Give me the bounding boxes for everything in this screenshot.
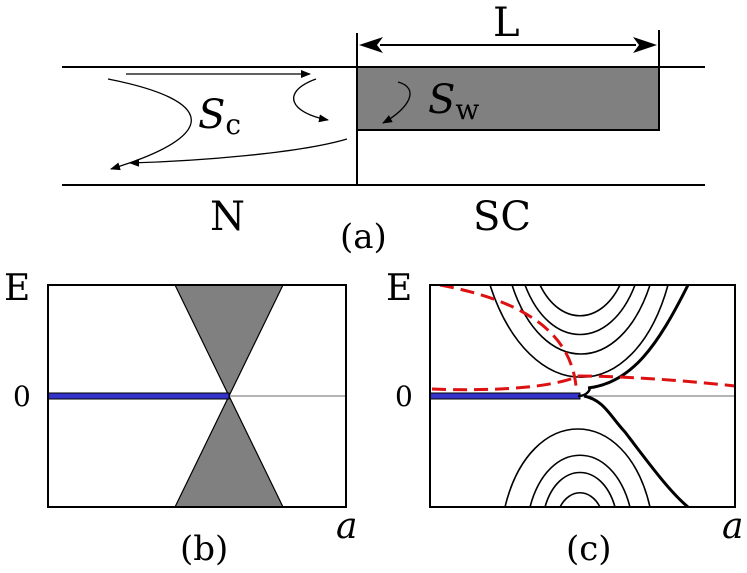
param-axis-label-c: a	[722, 506, 743, 547]
trajectory-wire-curve	[382, 81, 411, 124]
superconductor-label: SC	[473, 194, 531, 240]
param-axis-label-b: a	[336, 506, 357, 547]
lower-band-levels	[504, 428, 651, 507]
length-arrowhead-right	[633, 37, 657, 53]
panel-c: E 0 a (c)	[386, 268, 743, 569]
panel-a-caption: (a)	[340, 217, 387, 257]
gap-cone-lower	[175, 396, 283, 507]
upper-level-1	[539, 285, 621, 317]
trajectory-right-curve	[293, 78, 329, 123]
energy-axis-label-b: E	[4, 268, 30, 309]
dashed-curves	[431, 285, 735, 392]
panel-c-frame	[429, 284, 736, 508]
lower-level-4	[504, 428, 651, 507]
zero-mode-band-c	[430, 392, 581, 400]
outer-level-upper	[587, 285, 690, 390]
cavity-label: Sc	[198, 92, 241, 141]
outer-level-lower	[583, 394, 689, 507]
length-arrowhead-left	[359, 37, 383, 53]
wire-label: Sw	[428, 77, 479, 126]
dashed-curve-tail	[577, 374, 735, 388]
dashed-curve-low	[431, 374, 579, 392]
trajectory-left-curve	[107, 78, 192, 171]
superconducting-wire	[356, 66, 660, 131]
upper-level-3	[511, 285, 651, 355]
zero-tick-label-b: 0	[13, 380, 31, 413]
normal-region-label: N	[210, 194, 245, 240]
panel-b: E 0 a (b)	[4, 268, 357, 569]
lower-level-3	[529, 454, 631, 507]
energy-axis-label-c: E	[386, 268, 412, 309]
zero-mode-split	[577, 388, 592, 398]
cavity-trajectories	[107, 70, 411, 171]
length-label: L	[493, 0, 520, 46]
dashed-curve-descending	[439, 285, 578, 387]
zero-mode-band	[48, 392, 230, 400]
panel-c-caption: (c)	[566, 529, 612, 569]
gap-cone-upper	[175, 285, 283, 396]
upper-band-levels	[489, 285, 669, 378]
zero-tick-label-c: 0	[395, 380, 413, 413]
panel-a: L Sc Sw N SC (a)	[62, 0, 705, 257]
trajectory-bottom-curve	[129, 138, 348, 167]
panel-b-frame	[47, 284, 347, 508]
panel-b-caption: (b)	[180, 529, 228, 569]
upper-level-2	[524, 285, 636, 336]
lower-level-1	[559, 491, 601, 507]
lower-level-2	[544, 471, 616, 507]
